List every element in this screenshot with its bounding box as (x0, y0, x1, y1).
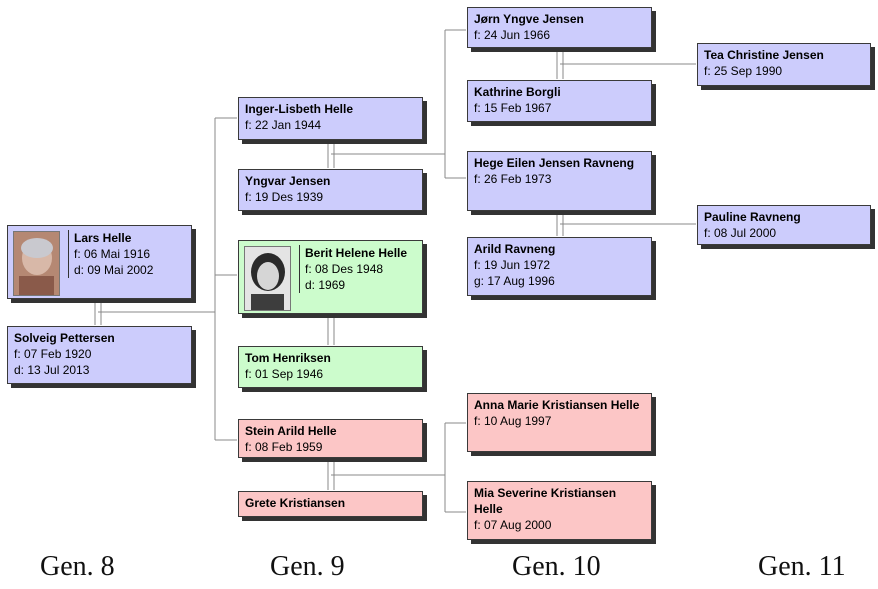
person-name: Mia Severine Kristiansen Helle (474, 486, 617, 516)
birth-date: f: 08 Des 1948 (305, 262, 384, 276)
photo-young-woman (244, 246, 291, 311)
death-date: d: 13 Jul 2013 (14, 363, 90, 377)
person-card-grete-kristiansen[interactable]: Grete Kristiansen (238, 491, 423, 517)
generation-label-10: Gen. 10 (512, 551, 601, 582)
person-card-yngvar-jensen[interactable]: Yngvar Jensen f: 19 Des 1939 (238, 169, 423, 211)
person-card-berit-helene-helle[interactable]: Berit Helene Helle f: 08 Des 1948 d: 196… (238, 240, 423, 314)
generation-label-11: Gen. 11 (758, 551, 846, 582)
birth-date: f: 08 Jul 2000 (704, 226, 777, 240)
birth-date: f: 10 Aug 1997 (474, 414, 552, 428)
person-card-kathrine-borgli[interactable]: Kathrine Borgli f: 15 Feb 1967 (467, 80, 652, 122)
person-card-pauline-ravneng[interactable]: Pauline Ravneng f: 08 Jul 2000 (697, 205, 871, 245)
death-date: d: 09 Mai 2002 (74, 263, 154, 277)
person-card-hege-eilen-jensen-ravneng[interactable]: Hege Eilen Jensen Ravneng f: 26 Feb 1973 (467, 151, 652, 211)
person-name: Lars Helle (74, 231, 132, 245)
person-name: Jørn Yngve Jensen (474, 12, 584, 26)
person-name: Tom Henriksen (245, 351, 331, 365)
person-name: Grete Kristiansen (245, 496, 346, 510)
person-name: Anna Marie Kristiansen Helle (474, 398, 640, 412)
person-name: Yngvar Jensen (245, 174, 331, 188)
person-card-arild-ravneng[interactable]: Arild Ravneng f: 19 Jun 1972 g: 17 Aug 1… (467, 237, 652, 296)
person-card-lars-helle[interactable]: Lars Helle f: 06 Mai 1916 d: 09 Mai 2002 (7, 225, 192, 299)
person-name: Solveig Pettersen (14, 331, 115, 345)
person-name: Berit Helene Helle (305, 246, 408, 260)
person-name: Tea Christine Jensen (704, 48, 824, 62)
person-card-anna-marie-kristiansen-helle[interactable]: Anna Marie Kristiansen Helle f: 10 Aug 1… (467, 393, 652, 452)
person-card-jorn-yngve-jensen[interactable]: Jørn Yngve Jensen f: 24 Jun 1966 (467, 7, 652, 48)
person-name: Arild Ravneng (474, 242, 556, 256)
photo-elderly-man (13, 231, 60, 296)
birth-date: f: 24 Jun 1966 (474, 28, 551, 42)
person-name: Stein Arild Helle (245, 424, 337, 438)
person-name: Pauline Ravneng (704, 210, 801, 224)
birth-date: f: 25 Sep 1990 (704, 64, 783, 78)
person-card-inger-lisbeth-helle[interactable]: Inger-Lisbeth Helle f: 22 Jan 1944 (238, 97, 423, 140)
birth-date: f: 01 Sep 1946 (245, 367, 324, 381)
birth-date: f: 15 Feb 1967 (474, 101, 552, 115)
marriage-date: g: 17 Aug 1996 (474, 274, 555, 288)
person-card-stein-arild-helle[interactable]: Stein Arild Helle f: 08 Feb 1959 (238, 419, 423, 458)
birth-date: f: 26 Feb 1973 (474, 172, 552, 186)
person-name: Kathrine Borgli (474, 85, 561, 99)
generation-label-9: Gen. 9 (270, 551, 345, 582)
birth-date: f: 08 Feb 1959 (245, 440, 323, 454)
person-name: Inger-Lisbeth Helle (245, 102, 354, 116)
death-date: d: 1969 (305, 278, 346, 292)
birth-date: f: 19 Jun 1972 (474, 258, 551, 272)
person-card-tom-henriksen[interactable]: Tom Henriksen f: 01 Sep 1946 (238, 346, 423, 388)
birth-date: f: 07 Aug 2000 (474, 518, 552, 532)
person-card-tea-christine-jensen[interactable]: Tea Christine Jensen f: 25 Sep 1990 (697, 43, 871, 86)
person-card-solveig-pettersen[interactable]: Solveig Pettersen f: 07 Feb 1920 d: 13 J… (7, 326, 192, 384)
person-name: Hege Eilen Jensen Ravneng (474, 156, 635, 170)
person-card-mia-severine-kristiansen-helle[interactable]: Mia Severine Kristiansen Helle f: 07 Aug… (467, 481, 652, 540)
birth-date: f: 07 Feb 1920 (14, 347, 92, 361)
birth-date: f: 06 Mai 1916 (74, 247, 151, 261)
birth-date: f: 22 Jan 1944 (245, 118, 322, 132)
generation-label-8: Gen. 8 (40, 551, 115, 582)
birth-date: f: 19 Des 1939 (245, 190, 324, 204)
